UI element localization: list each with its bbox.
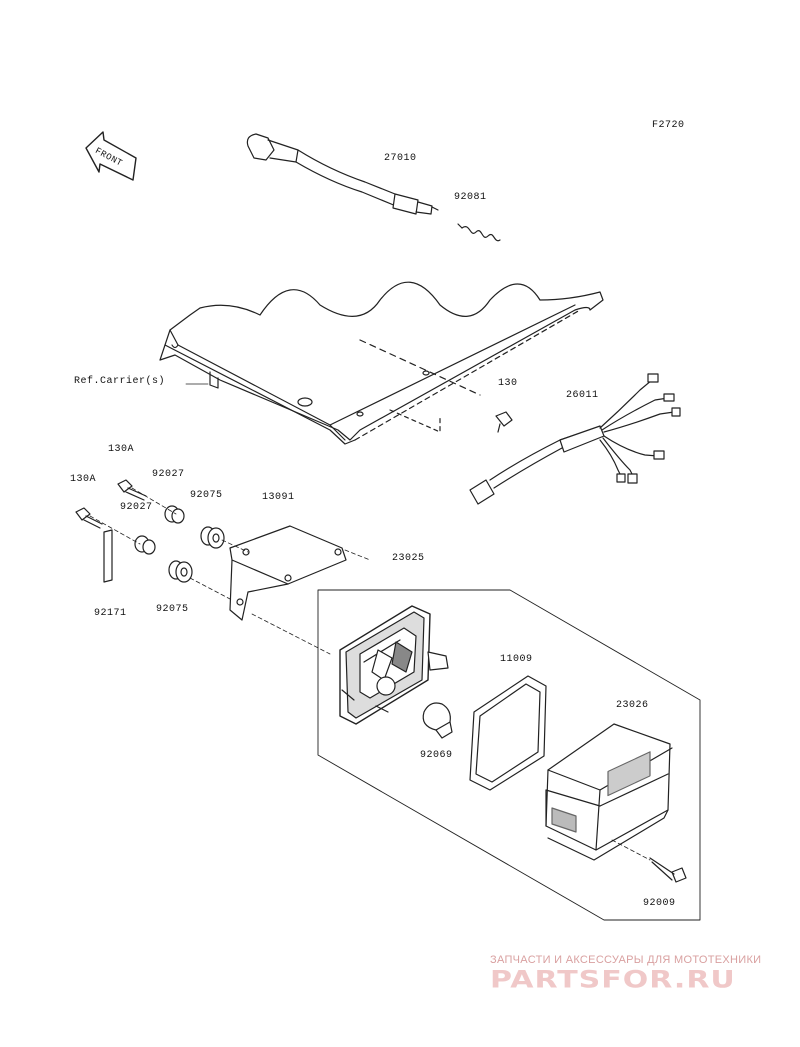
part-label-130a-upper[interactable]: 130A: [108, 444, 135, 455]
part-label-130[interactable]: 130: [498, 378, 518, 389]
bolt-130-icon: [495, 411, 513, 433]
grommet-92075-upper-icon: [200, 526, 225, 549]
part-label-27010[interactable]: 27010: [384, 153, 417, 164]
part-label-92027-lower[interactable]: 92027: [120, 502, 153, 513]
bolt-130a-lower-icon: [75, 507, 103, 529]
part-label-92069[interactable]: 92069: [420, 750, 453, 761]
ref-carrier-label: Ref.Carrier(s): [74, 376, 166, 387]
part-label-92009[interactable]: 92009: [643, 898, 676, 909]
grommet-92075-lower-icon: [168, 560, 193, 583]
diagram-code: F2720: [652, 120, 685, 131]
collar-92027-upper-icon: [164, 505, 185, 524]
leader-lines: [89, 487, 371, 655]
spring-92081-icon: [457, 223, 501, 242]
watermark-logo: PARTSFOR.RU: [490, 966, 736, 994]
rear-fender-icon: [159, 281, 604, 445]
part-label-92027-upper[interactable]: 92027: [152, 469, 185, 480]
bolt-130a-upper-icon: [117, 479, 147, 501]
part-label-13091[interactable]: 13091: [262, 492, 295, 503]
assembly-23025-outline: [317, 589, 701, 921]
watermark-tagline: ЗАПЧАСТИ И АКСЕССУАРЫ ДЛЯ МОТОТЕХНИКИ: [490, 954, 762, 966]
bulb-92069-icon: [422, 702, 453, 739]
plate-92171-icon: [103, 529, 113, 583]
lamp-housing-23025-icon: [339, 605, 449, 725]
collar-92027-lower-icon: [134, 535, 156, 555]
part-label-92075-upper[interactable]: 92075: [190, 490, 223, 501]
cable-27010-icon: [246, 133, 439, 215]
part-label-23026[interactable]: 23026: [616, 700, 649, 711]
part-label-26011[interactable]: 26011: [566, 390, 599, 401]
screw-92009-icon: [611, 839, 687, 883]
harness-26011-icon: [469, 373, 681, 505]
part-label-130a-lower[interactable]: 130A: [70, 474, 97, 485]
part-label-11009[interactable]: 11009: [500, 654, 533, 665]
gasket-11009-icon: [469, 675, 547, 791]
part-label-92171[interactable]: 92171: [94, 608, 127, 619]
part-label-92075-lower[interactable]: 92075: [156, 604, 189, 615]
part-label-23025[interactable]: 23025: [392, 553, 425, 564]
bracket-13091-icon: [229, 525, 347, 621]
lens-23026-icon: [545, 723, 673, 861]
front-arrow-icon: [85, 131, 137, 181]
part-label-92081[interactable]: 92081: [454, 192, 487, 203]
